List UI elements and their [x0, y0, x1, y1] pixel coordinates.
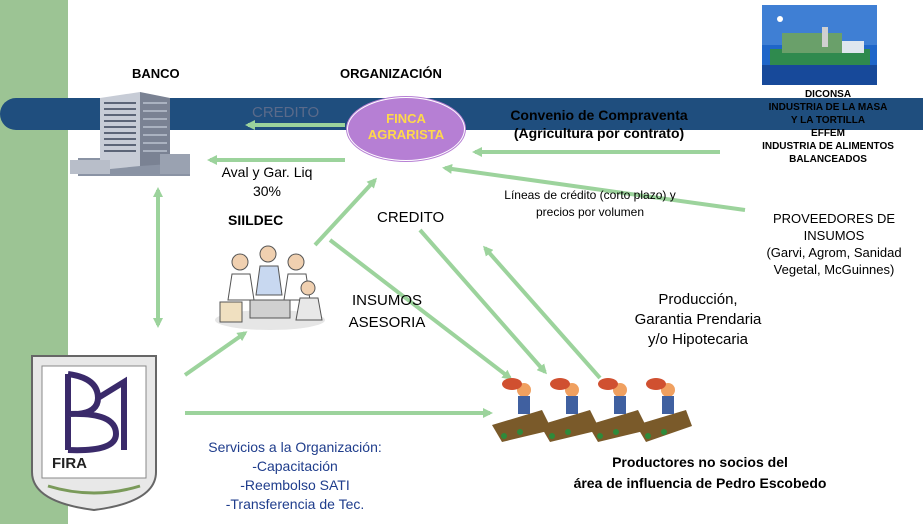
arrow-proveedores	[442, 164, 746, 212]
productores-line2: área de influencia de Pedro Escobedo	[573, 475, 827, 491]
buyer-industria-masa: INDUSTRIA DE LA MASA	[768, 102, 888, 113]
siildec-label: SIILDEC	[228, 212, 284, 228]
convenio-label: Convenio de Compraventa (Agricultura por…	[468, 106, 730, 142]
finca-line2: AGRARISTA	[367, 127, 445, 142]
fira-shield-logo	[31, 355, 157, 512]
buyer-diconsa: DICONSA	[804, 89, 852, 100]
aval-line2: 30%	[252, 183, 282, 199]
buyer-effem: EFFEM	[811, 128, 845, 139]
servicios-item-2: -Reembolso SATI	[240, 477, 350, 493]
arrow-siildec-org	[313, 177, 378, 247]
convenio-line1: Convenio de Compraventa	[510, 107, 688, 123]
servicios-title: Servicios a la Organización:	[208, 439, 382, 455]
proveedores-label: PROVEEDORES DE INSUMOS (Garvi, Agrom, Sa…	[745, 210, 923, 278]
produccion-line2: Garantia Prendaria	[634, 311, 762, 328]
people-meeting-icon	[215, 245, 325, 330]
convenio-line2: (Agricultura por contrato)	[513, 125, 685, 141]
buyer-tortilla: Y LA TORTILLA	[790, 115, 866, 126]
bank-label: BANCO	[132, 66, 180, 81]
servicios-item-1: -Capacitación	[252, 458, 338, 474]
factory-landscape-icon	[762, 5, 877, 85]
proveedores-line2: INSUMOS	[803, 228, 865, 243]
insumos-asesoria-label: INSUMOS ASESORIA	[332, 290, 442, 334]
asesoria-line: ASESORIA	[348, 314, 426, 331]
proveedores-line3: (Garvi, Agrom, Sanidad	[766, 245, 902, 260]
arrow-insumos	[328, 238, 513, 380]
arrow-credito-productores	[418, 228, 547, 375]
arrow-produccion	[483, 245, 602, 380]
proveedores-line1: PROVEEDORES DE	[772, 211, 896, 226]
produccion-line3: y/o Hipotecaria	[647, 331, 749, 348]
lineas-line2: precios por volumen	[535, 205, 645, 219]
farmer-carrying-sack-icon	[492, 378, 692, 442]
finca-line1: FINCA	[386, 111, 426, 126]
productores-line1: Productores no socios del	[612, 454, 788, 470]
insumos-line: INSUMOS	[351, 292, 422, 309]
office-building-icon	[70, 92, 190, 176]
buyer-industria-alimentos: INDUSTRIA DE ALIMENTOS	[762, 141, 894, 152]
credito-mid-label: CREDITO	[377, 209, 445, 226]
buyer-balanceados: BALANCEADOS	[789, 154, 867, 165]
productores-label: Productores no socios del área de influe…	[535, 452, 865, 494]
produccion-line1: Producción,	[658, 291, 738, 308]
fira-label: FIRA	[52, 455, 87, 472]
organization-label: ORGANIZACIÓN	[340, 66, 442, 81]
servicios-item-3: -Transferencia de Tec.	[225, 496, 365, 512]
servicios-block: Servicios a la Organización: -Capacitaci…	[170, 438, 420, 514]
produccion-label: Producción, Garantia Prendaria y/o Hipot…	[608, 290, 788, 350]
arrow-fira-siildec	[183, 331, 248, 377]
buyers-list: DICONSA INDUSTRIA DE LA MASA Y LA TORTIL…	[733, 88, 923, 166]
lineas-line1: Líneas de crédito (corto plazo) y	[504, 188, 676, 202]
proveedores-line4: Vegetal, McGuinnes)	[773, 262, 895, 277]
lineas-credito-label: Líneas de crédito (corto plazo) y precio…	[465, 187, 715, 221]
finca-agrarista-node: FINCA AGRARISTA	[347, 97, 465, 161]
credito-top-label: CREDITO	[252, 104, 320, 121]
aval-label: Aval y Gar. Liq 30%	[212, 163, 322, 201]
aval-line1: Aval y Gar. Liq	[221, 164, 313, 180]
